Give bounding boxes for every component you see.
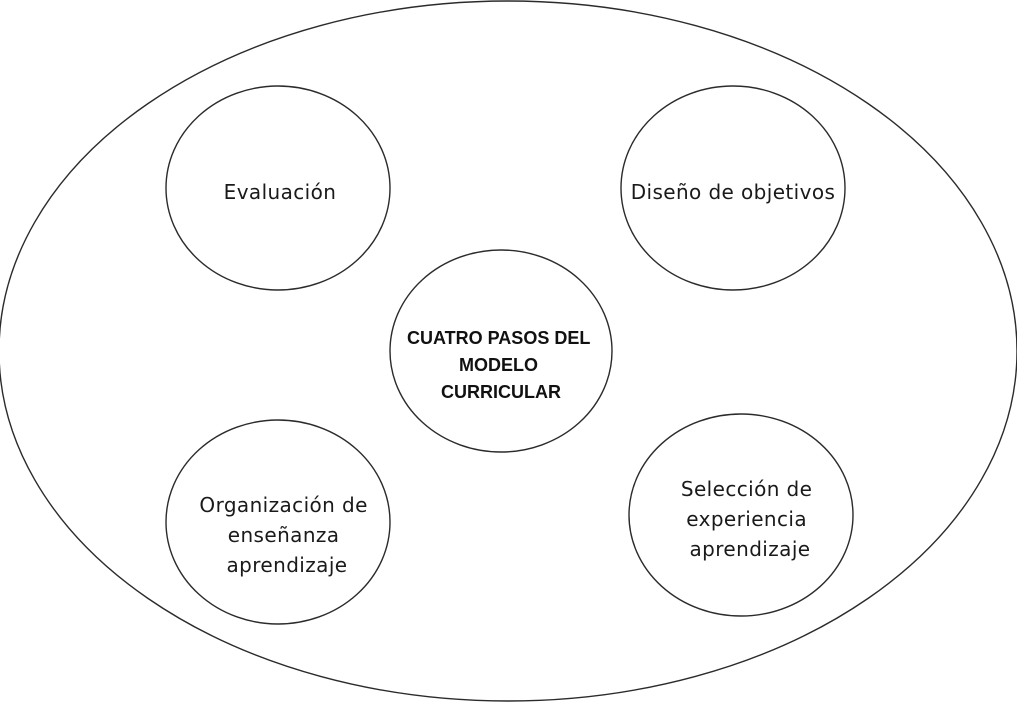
node-seleccion-label: Selección de experiencia aprendizaje [681,477,819,561]
node-evaluacion-circle [165,85,391,291]
node-organizacion-label: Organización de enseñanza aprendizaje [199,493,374,577]
node-organizacion: Organización de enseñanza aprendizaje [165,419,391,625]
node-seleccion: Selección de experiencia aprendizaje [628,413,854,617]
node-evaluacion: Evaluación [165,85,391,291]
node-organizacion-circle [165,419,391,625]
node-center-label: CUATRO PASOS DEL MODELO CURRICULAR [407,328,595,402]
node-diseno-objetivos-label: Diseño de objetivos [631,180,836,204]
node-seleccion-circle [628,413,854,617]
node-evaluacion-label: Evaluación [224,180,337,204]
node-center-circle [389,249,613,453]
node-diseno-objetivos: Diseño de objetivos [620,85,846,291]
node-center: CUATRO PASOS DEL MODELO CURRICULAR [389,249,613,453]
node-diseno-objetivos-circle [620,85,846,291]
